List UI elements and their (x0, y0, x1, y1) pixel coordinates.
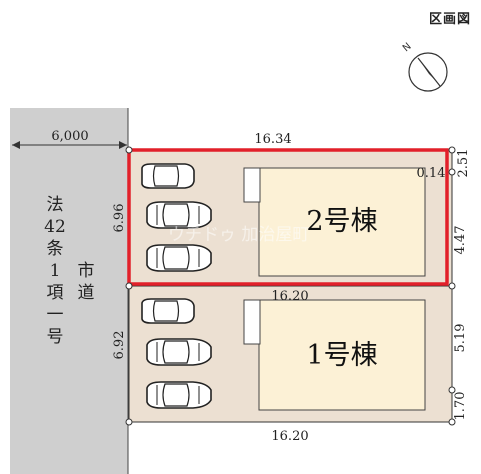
north-arrow-icon: N (401, 41, 448, 92)
svg-text:N: N (401, 41, 414, 54)
lot-2-building (258, 167, 426, 277)
lot-2-left-depth: 6.96 (112, 204, 127, 233)
car-icon (141, 298, 195, 324)
lot-1-building (258, 299, 426, 411)
road-area (10, 108, 128, 474)
corner-markers (125, 146, 456, 426)
lot-1-name: 1号棟 (306, 340, 377, 371)
watermark: ウチドゥ 加治屋町 (168, 225, 309, 245)
lot-2-highlight (127, 148, 449, 286)
car-icon (146, 244, 212, 272)
lot-1-top-width: 16.20 (271, 289, 308, 304)
lot-2-setback: 0.14 (417, 166, 446, 181)
lot-1-right-lower: 1.70 (453, 392, 468, 421)
lot-2-right-lower: 4.47 (453, 226, 468, 255)
car-icon (146, 338, 212, 366)
lot-1-left-depth: 6.92 (112, 331, 127, 360)
car-icon (146, 381, 212, 409)
lot-2-name: 2号棟 (306, 206, 377, 237)
lot-1-right-upper: 5.19 (453, 324, 468, 353)
car-icon (141, 163, 195, 189)
lot-2-right-upper: 2.51 (456, 149, 471, 178)
lot-2-top-width: 16.34 (254, 132, 291, 147)
diagram-title: 区画図 (428, 12, 471, 27)
lot-1-bottom-width: 16.20 (271, 429, 308, 444)
road-width-label: 6,000 (51, 129, 88, 144)
road-name-label: 市道 (78, 261, 95, 303)
